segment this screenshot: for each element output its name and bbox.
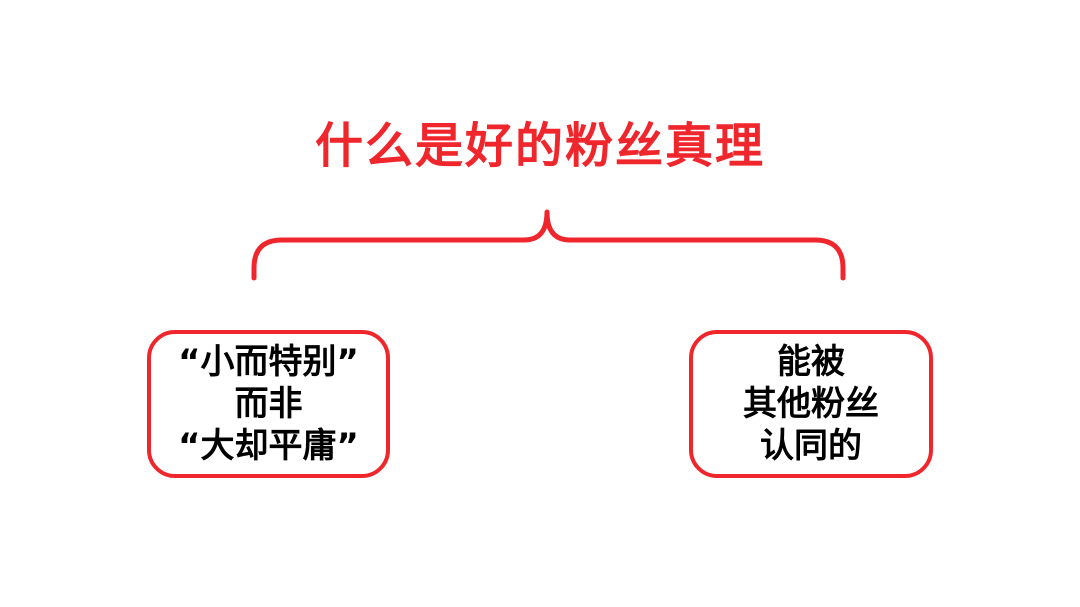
left-line-3: “大却平庸” bbox=[178, 426, 359, 466]
left-line-1: “小而特别” bbox=[178, 342, 359, 382]
left-concept-text: “小而特别” 而非 “大却平庸” bbox=[178, 341, 359, 467]
right-concept-text: 能被 其他粉丝 认同的 bbox=[743, 341, 879, 467]
diagram-title: 什么是好的粉丝真理 bbox=[314, 118, 765, 174]
right-line-2: 其他粉丝 bbox=[743, 384, 879, 424]
right-line-3: 认同的 bbox=[760, 426, 862, 466]
left-line-2: 而非 bbox=[234, 384, 303, 424]
right-concept-box: 能被 其他粉丝 认同的 bbox=[689, 330, 933, 478]
left-concept-box: “小而特别” 而非 “大却平庸” bbox=[147, 330, 390, 478]
curly-brace-path bbox=[251, 209, 846, 281]
right-line-1: 能被 bbox=[777, 342, 845, 382]
